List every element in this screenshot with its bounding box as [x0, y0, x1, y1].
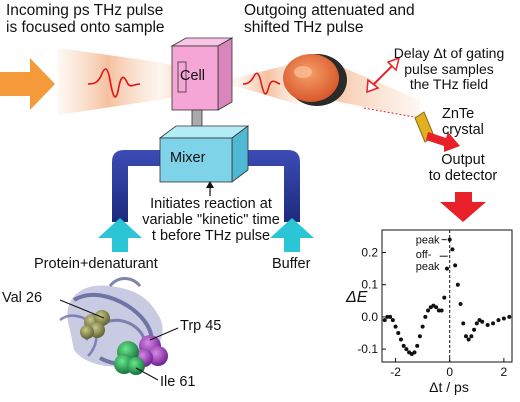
initiates-label: Initiates reaction at variable "kinetic"… [126, 196, 296, 245]
delay-label: Delay Δt of gating pulse samples the THz… [384, 45, 514, 93]
outgoing-label-line1: Outgoing attenuated and [244, 2, 415, 19]
y-tick-label: -0.1 [357, 342, 378, 356]
x-axis-label: Δt / ps [429, 379, 469, 395]
x-tick-label: 2 [501, 365, 508, 379]
crystal-label-line1: ZnTe [442, 106, 475, 122]
initiates-label-line3: t before THz pulse [151, 228, 271, 245]
output-label-line1: Output [441, 152, 485, 168]
data-point [450, 247, 455, 252]
data-point [447, 237, 452, 242]
y-tick-label: 0.0 [361, 310, 378, 324]
crystal-label-line2: crystal [442, 122, 484, 139]
detector-arrow [440, 192, 486, 222]
ile61-label: Ile 61 [160, 374, 196, 390]
data-point [496, 318, 501, 323]
output-label: Output to detector [412, 152, 514, 184]
crystal-output-arrow [426, 132, 460, 152]
incoming-arrow [0, 58, 55, 110]
y-tick-label: 0.1 [361, 278, 378, 292]
delay-label-line2: pulse samples [404, 60, 494, 77]
y-tick-label: 0.2 [361, 246, 378, 260]
mixer-label: Mixer [170, 150, 206, 166]
data-point [461, 321, 466, 326]
data-point [401, 343, 406, 348]
val26-label: Val 26 [2, 290, 43, 306]
y-axis-label: ΔE [345, 289, 368, 306]
incoming-label-line1: Incoming ps THz pulse [6, 2, 164, 19]
data-point [417, 334, 422, 339]
delay-label-line3: the THz field [409, 76, 489, 93]
data-point [390, 318, 395, 323]
data-point [396, 331, 401, 336]
outgoing-label-line2: shifted THz pulse [244, 19, 364, 37]
off-peak-annotation: off- [416, 249, 432, 261]
data-point [472, 327, 477, 332]
data-point [466, 337, 471, 342]
x-tick-label: -2 [390, 365, 401, 379]
data-point [382, 318, 387, 323]
buffer-inlet-arrow [270, 218, 314, 252]
data-point [442, 295, 447, 300]
data-point [491, 321, 496, 326]
data-point [474, 321, 479, 326]
data-point [485, 322, 490, 327]
data-point [445, 266, 449, 271]
data-point [415, 343, 420, 348]
initiates-pointer [206, 181, 214, 196]
data-point [463, 334, 468, 339]
focusing-lens [283, 54, 347, 106]
incoming-label: Incoming ps THz pulse is focused onto sa… [6, 2, 165, 37]
buffer-label: Buffer [272, 256, 311, 272]
trp45-label: Trp 45 [180, 318, 222, 334]
data-point [398, 337, 403, 342]
sample-cell [170, 37, 234, 111]
initiates-label-line2: variable "kinetic" time [142, 212, 280, 229]
data-point [455, 282, 460, 287]
delay-label-line1: Delay Δt of gating [393, 45, 505, 61]
chart-frame [381, 229, 513, 363]
mixer-box [158, 125, 250, 183]
peak-annotation: peak [416, 235, 440, 247]
outgoing-label: Outgoing attenuated and shifted THz puls… [244, 2, 415, 37]
off-peak-annotation: peak [416, 261, 440, 273]
data-point [423, 314, 428, 319]
data-point [501, 316, 506, 321]
data-point [412, 350, 417, 355]
data-point [458, 302, 463, 307]
outgoing-pulse-waveform [242, 72, 281, 95]
data-point [420, 324, 425, 329]
data-point [393, 324, 398, 329]
data-point [404, 347, 409, 352]
protein-structure [59, 277, 179, 381]
protein-inlet-arrow [98, 218, 142, 252]
data-point [453, 263, 458, 268]
data-point [469, 334, 474, 339]
cell-label: Cell [180, 68, 205, 84]
data-point [434, 305, 439, 310]
incoming-label-line2: is focused onto sample [6, 19, 165, 37]
data-point [439, 308, 444, 313]
initiates-label-line1: Initiates reaction at [150, 196, 272, 212]
protein-denaturant-label: Protein+denaturant [34, 256, 158, 272]
data-point [426, 308, 431, 313]
x-tick-label: 0 [446, 365, 453, 379]
data-point [507, 314, 512, 319]
crystal-label: ZnTe crystal [442, 106, 484, 138]
output-label-line2: to detector [428, 168, 498, 185]
data-point [480, 319, 485, 324]
data-point [388, 314, 393, 319]
incoming-pulse-waveform [87, 68, 141, 98]
delay-double-arrow [363, 56, 421, 119]
